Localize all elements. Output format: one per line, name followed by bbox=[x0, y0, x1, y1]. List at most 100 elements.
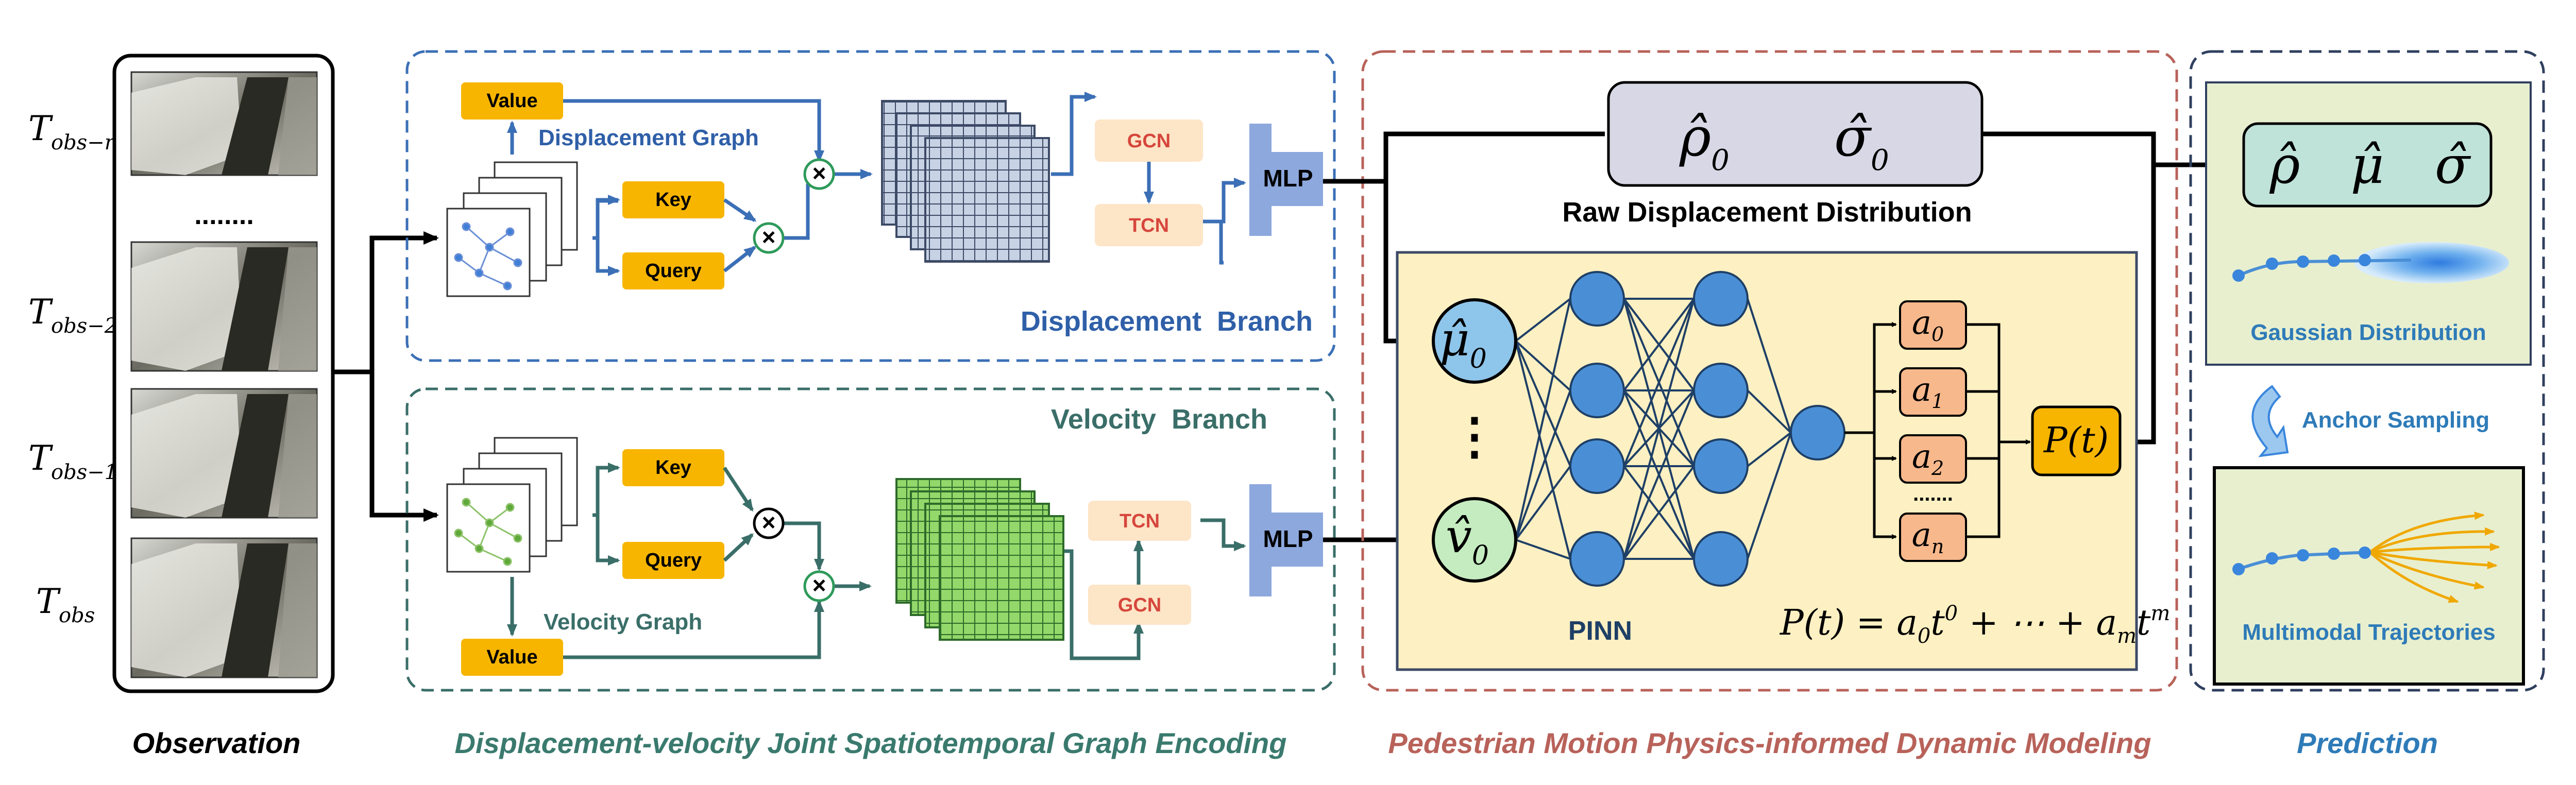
hidden-neuron bbox=[1569, 271, 1625, 327]
displacement-graph-label: Displacement Graph bbox=[538, 125, 759, 150]
time-label-obs-2: Tobs−2 bbox=[28, 292, 117, 338]
video-frame-1 bbox=[130, 71, 318, 176]
network-edge bbox=[1515, 340, 1571, 559]
polynomial-equation: P(t) = a0t0 + ⋯ + amtm bbox=[1779, 602, 2170, 648]
prediction-caption: Prediction bbox=[2297, 727, 2438, 759]
displacement-gcn-box bbox=[1095, 120, 1203, 162]
network-edge bbox=[1515, 298, 1571, 540]
mu-hat-symbol: μ̂ bbox=[2351, 135, 2384, 195]
velocity-multiply-2 bbox=[803, 570, 835, 602]
velocity-key-box bbox=[622, 449, 724, 486]
displacement-tcn-label: TCN bbox=[1129, 215, 1169, 236]
displacement-multiply-1 bbox=[803, 158, 835, 190]
velocity-key-label: Key bbox=[655, 457, 691, 479]
displacement-query-label: Query bbox=[645, 260, 702, 282]
hidden-neuron bbox=[1693, 363, 1749, 418]
hidden-neuron bbox=[1569, 531, 1625, 587]
displacement-branch-title: Displacement Branch bbox=[1021, 306, 1313, 337]
displacement-key-box bbox=[622, 181, 724, 218]
velocity-graph-label: Velocity Graph bbox=[544, 609, 702, 635]
video-frame-3 bbox=[130, 388, 318, 519]
pinn-neurons bbox=[1569, 271, 1845, 587]
velocity-tcn-label: TCN bbox=[1120, 510, 1160, 532]
rho-hat-symbol: ρ̂ bbox=[2269, 135, 2300, 195]
observation-caption: Observation bbox=[132, 727, 301, 759]
displacement-tcn-box bbox=[1095, 204, 1203, 246]
multimodal-panel bbox=[2213, 466, 2525, 686]
multimodal-label: Multimodal Trajectories bbox=[2242, 620, 2495, 645]
velocity-value-box bbox=[461, 639, 563, 676]
mu0-input-node bbox=[1432, 298, 1517, 384]
displacement-value-box bbox=[461, 82, 563, 120]
hidden-neuron bbox=[1693, 438, 1749, 494]
output-neuron bbox=[1790, 405, 1845, 460]
pinn-box bbox=[1396, 251, 2138, 671]
network-edge bbox=[1623, 465, 1695, 560]
network-edge bbox=[1623, 298, 1695, 467]
velocity-query-box bbox=[622, 542, 724, 579]
velocity-feature-grid bbox=[895, 478, 1064, 641]
displacement-branch-frame bbox=[405, 50, 1336, 362]
prediction-parameters-box bbox=[2242, 122, 2493, 208]
polynomial-box-label: P(t) bbox=[2043, 420, 2109, 461]
observation-section: ........ Tobs−n Tobs−2 Tobs−1 Tobs Obser… bbox=[28, 54, 335, 759]
velocity-branch: Key Query Velocity Graph Value × × bbox=[405, 387, 1336, 692]
multiply-icon: × bbox=[762, 224, 776, 250]
video-frame-4 bbox=[130, 537, 318, 678]
time-label-obs-1: Tobs−1 bbox=[28, 438, 117, 484]
coefficient-an-label: an bbox=[1912, 516, 1944, 558]
prediction-section: ρ̂ μ̂ σ̂ Gaussian Distribution Anchor Sa… bbox=[2189, 50, 2545, 759]
v0-input-node bbox=[1432, 497, 1517, 583]
coefficient-a0 bbox=[1899, 300, 1967, 350]
velocity-value-label: Value bbox=[486, 646, 537, 668]
raw-distribution-title: Raw Displacement Distribution bbox=[1562, 197, 1972, 228]
modeling-frame bbox=[1361, 50, 2178, 692]
displacement-branch: Value Displacement Graph Key Query × × bbox=[405, 50, 1336, 362]
velocity-query-label: Query bbox=[645, 550, 702, 571]
displacement-query-box bbox=[622, 252, 724, 289]
anchor-sampling-label: Anchor Sampling bbox=[2302, 407, 2489, 433]
multiply-icon: × bbox=[812, 572, 826, 599]
coefficient-an bbox=[1899, 513, 1967, 562]
network-edge bbox=[1747, 432, 1792, 467]
observation-dots: ........ bbox=[194, 200, 254, 230]
time-label-obs: Tobs bbox=[36, 582, 95, 627]
anchor-sampling-arrow-icon bbox=[2251, 385, 2289, 457]
multiply-icon: × bbox=[762, 509, 776, 536]
hidden-neuron bbox=[1569, 438, 1625, 494]
velocity-mlp-shape bbox=[1249, 484, 1323, 596]
displacement-key-label: Key bbox=[655, 189, 691, 211]
coefficient-a2-label: a2 bbox=[1912, 438, 1944, 480]
network-edge bbox=[1515, 340, 1571, 391]
sigma-hat-symbol: σ̂ bbox=[2435, 135, 2471, 195]
network-edge bbox=[1623, 390, 1695, 559]
velocity-graph-stack bbox=[446, 437, 578, 573]
displacement-value-label: Value bbox=[486, 90, 537, 112]
hidden-neuron bbox=[1693, 271, 1749, 327]
network-edge bbox=[1747, 298, 1792, 433]
network-edge bbox=[1623, 298, 1695, 559]
multiply-icon: × bbox=[812, 160, 826, 186]
gaussian-trajectory bbox=[2232, 242, 2509, 283]
coefficient-connectors bbox=[1844, 322, 2031, 539]
network-edge bbox=[1747, 389, 1792, 434]
encoding-caption: Displacement-velocity Joint Spatiotempor… bbox=[455, 727, 1287, 759]
displacement-feature-grid bbox=[881, 100, 1050, 263]
velocity-gcn-label: GCN bbox=[1118, 594, 1161, 616]
network-edge bbox=[1515, 465, 1571, 541]
displacement-mlp-label: MLP bbox=[1263, 165, 1313, 192]
observation-connectors bbox=[333, 231, 439, 522]
hidden-neuron bbox=[1569, 363, 1625, 418]
prediction-frame bbox=[2189, 50, 2545, 692]
v0-symbol: v̂0 bbox=[1446, 509, 1489, 571]
sigma0-symbol: σ̂0 bbox=[1834, 106, 1889, 177]
rho0-symbol: ρ̂0 bbox=[1679, 106, 1730, 177]
coefficient-dots: ....... bbox=[1913, 483, 1953, 505]
velocity-mlp-label: MLP bbox=[1263, 525, 1313, 552]
video-frame-2 bbox=[130, 241, 318, 372]
raw-distribution-box bbox=[1607, 81, 1984, 187]
hidden-neuron bbox=[1693, 531, 1749, 587]
velocity-branch-title: Velocity Branch bbox=[1051, 404, 1267, 435]
coefficient-a2 bbox=[1899, 434, 1967, 484]
modeling-section: ρ̂0 σ̂0 Raw Displacement Distribution μ̂… bbox=[1360, 50, 2238, 759]
